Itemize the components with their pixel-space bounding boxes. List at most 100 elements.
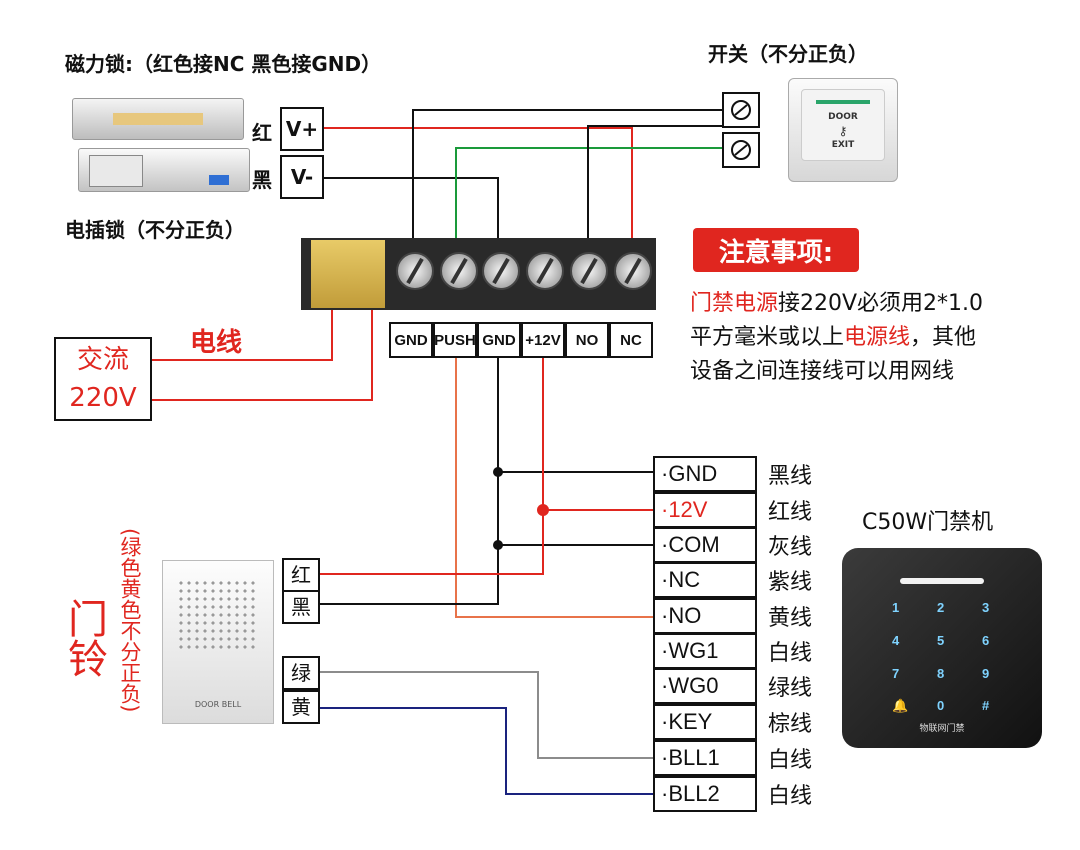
key-6: 6 xyxy=(982,633,990,648)
key-2: 2 xyxy=(937,600,945,615)
terminal-nc: NC xyxy=(609,322,653,358)
pin-bll1: ·BLL1 xyxy=(653,740,757,776)
pin-wg1: ·WG1 xyxy=(653,633,757,669)
fuse-cover xyxy=(311,240,385,308)
key-4: 4 xyxy=(892,633,900,648)
wire-ac-1 xyxy=(150,292,333,361)
bell-red-label: 红 xyxy=(282,558,320,592)
color-nc: 紫线 xyxy=(768,570,813,595)
color-key: 棕线 xyxy=(768,712,813,737)
maglock-image xyxy=(72,98,244,140)
wire-switch-no xyxy=(587,125,722,240)
pin-gnd: ·GND xyxy=(653,456,757,492)
screw-icon xyxy=(570,252,608,290)
color-wg0: 绿线 xyxy=(768,676,813,701)
screw-icon xyxy=(731,140,751,160)
doorbell-device-text: DOOR BELL xyxy=(194,700,242,709)
color-com: 灰线 xyxy=(768,535,813,560)
color-gnd: 黑线 xyxy=(768,464,813,489)
wire-switch-bottom xyxy=(455,147,722,240)
terminal-gnd-2: GND xyxy=(477,322,521,358)
black-label: 黑 xyxy=(252,168,272,192)
key-0: 0 xyxy=(937,698,945,713)
wire-bll2 xyxy=(320,707,655,795)
exit-text: EXIT xyxy=(831,140,855,150)
notice-line3: 设备之间连接线可以用网线 xyxy=(690,359,955,384)
bell-icon: 🔔 xyxy=(892,698,909,713)
red-label: 红 xyxy=(252,121,272,145)
switch-screw-top xyxy=(722,92,760,128)
color-12v: 红线 xyxy=(768,500,813,525)
terminal-push: PUSH xyxy=(433,322,477,358)
switch-title: 开关（不分正负） xyxy=(708,42,868,66)
maglock-title: 磁力锁:（红色接NC 黑色接GND） xyxy=(65,52,382,76)
doorbell-image: DOOR BELL xyxy=(162,560,274,724)
pin-key: ·KEY xyxy=(653,704,757,740)
keypad-device: 1 2 3 4 5 6 7 8 9 🔔 0 # 物联网门禁 xyxy=(842,548,1042,748)
screw-icon xyxy=(440,252,478,290)
pin-bll2: ·BLL2 xyxy=(653,776,757,812)
bell-green-label: 绿 xyxy=(282,656,320,690)
bell-black-label: 黑 xyxy=(282,590,320,624)
wire-push-no xyxy=(455,358,655,618)
wire-vminus-gnd xyxy=(322,177,499,240)
ac-line2: 220V xyxy=(69,383,137,413)
ac-220v-box: 交流 220V xyxy=(54,337,152,421)
notice-line2-end: ，其他 xyxy=(910,325,977,350)
screw-icon xyxy=(396,252,434,290)
vminus-terminal: V- xyxy=(280,155,324,199)
electric-lock-label: 电插锁（不分正负） xyxy=(65,218,245,242)
key-7: 7 xyxy=(892,666,900,681)
wire-label: 电线 xyxy=(190,328,243,358)
key-hash: # xyxy=(982,698,990,713)
screw-icon xyxy=(482,252,520,290)
screw-icon xyxy=(614,252,652,290)
doorbell-title: 门铃 xyxy=(60,598,108,688)
terminal-gnd-1: GND xyxy=(389,322,433,358)
notice-line1: 接220V必须用2*1.0 xyxy=(778,291,984,316)
notice-red-2: 电源线 xyxy=(844,325,911,350)
pin-nc: ·NC xyxy=(653,562,757,598)
wire-gnd-main xyxy=(320,358,499,605)
terminal-no: NO xyxy=(565,322,609,358)
wire-bll1 xyxy=(320,671,655,759)
pin-no: ·NO xyxy=(653,598,757,634)
notice-title: 注意事项: xyxy=(693,228,859,272)
key-9: 9 xyxy=(982,666,990,681)
exit-button-image: DOOR ⚷ EXIT xyxy=(788,78,898,182)
keypad-footer: 物联网门禁 xyxy=(919,724,965,734)
key-8: 8 xyxy=(937,666,945,681)
terminal-12v: +12V xyxy=(521,322,565,358)
door-text: DOOR xyxy=(828,112,858,122)
doorbell-title-text: 门铃 xyxy=(61,598,107,678)
vplus-terminal: V+ xyxy=(280,107,324,151)
wire-vplus-nc xyxy=(322,127,633,240)
key-5: 5 xyxy=(937,633,945,648)
color-bll2: 白线 xyxy=(768,784,813,809)
pin-12v: ·12V xyxy=(653,492,757,528)
bell-yellow-label: 黄 xyxy=(282,690,320,724)
screw-icon xyxy=(731,100,751,120)
doorbell-note: (绿色黄色不分正负) xyxy=(118,528,142,713)
controller-title: C50W门禁机 xyxy=(862,510,994,535)
color-no: 黄线 xyxy=(768,606,813,631)
switch-screw-bottom xyxy=(722,132,760,168)
notice-text: 门禁电源接220V必须用2*1.0 平方毫米或以上电源线，其他 设备之间连接线可… xyxy=(690,287,983,389)
key-icon: ⚷ xyxy=(838,124,848,138)
electric-lock-image xyxy=(78,148,250,192)
screw-icon xyxy=(526,252,564,290)
wire-12v xyxy=(320,358,544,575)
key-3: 3 xyxy=(982,600,990,615)
notice-line2-start: 平方毫米或以上 xyxy=(690,325,845,350)
color-wg1: 白线 xyxy=(768,641,813,666)
key-1: 1 xyxy=(892,600,900,615)
wire-ac-2 xyxy=(150,292,373,401)
ac-line1: 交流 xyxy=(76,345,129,375)
pin-wg0: ·WG0 xyxy=(653,668,757,704)
notice-red-1: 门禁电源 xyxy=(690,291,779,316)
pin-com: ·COM xyxy=(653,527,757,563)
color-bll1: 白线 xyxy=(768,748,813,773)
wire-switch-top xyxy=(412,109,722,240)
